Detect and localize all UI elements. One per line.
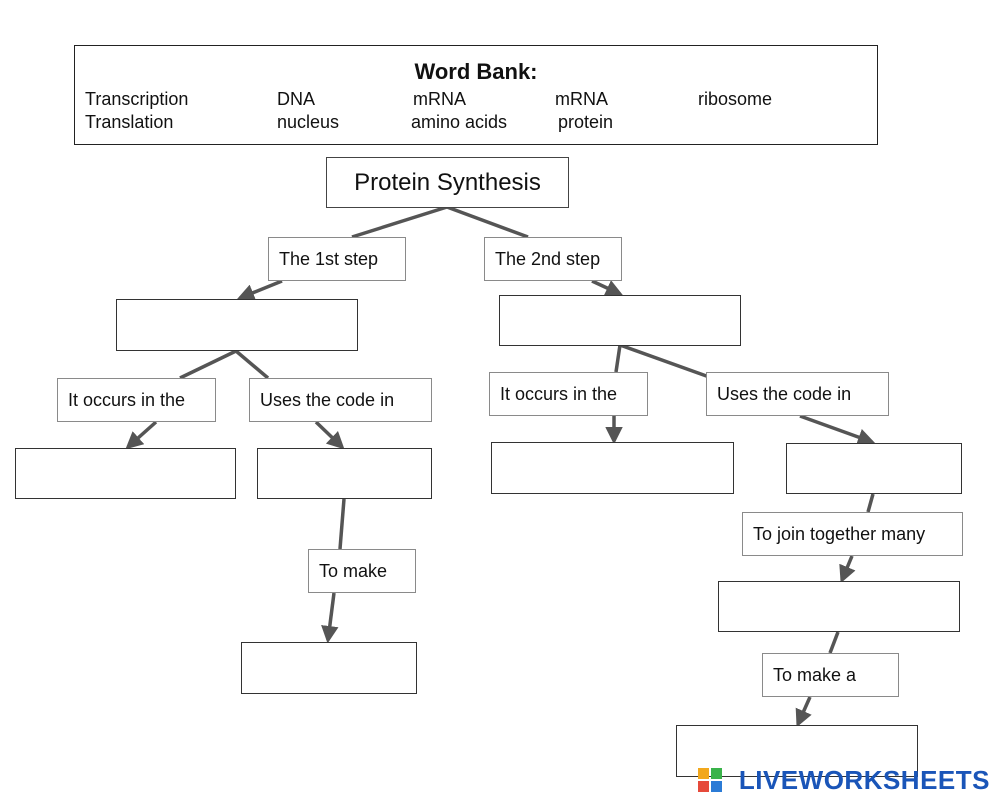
word-bank-word: amino acids	[411, 112, 508, 132]
step1-label: The 1st step	[268, 237, 406, 281]
word-bank-word: Translation	[85, 112, 174, 132]
arrow-right-join	[839, 555, 856, 584]
connector-left-to-make	[338, 498, 346, 550]
left-to-make-label: To make	[308, 549, 416, 593]
connector-right-to-make	[828, 631, 840, 654]
liveworksheets-logo-icon	[698, 768, 722, 792]
step1-code-source-field[interactable]	[257, 448, 432, 499]
word-bank: Word Bank: Transcription DNA mRNA mRNA r…	[74, 45, 878, 145]
arrow-right-to-make	[795, 696, 812, 728]
step1-location-field[interactable]	[15, 448, 236, 499]
step2-code-source-field[interactable]	[786, 443, 962, 494]
connector-left-occurs	[179, 349, 237, 380]
word-bank-word: Transcription	[85, 89, 189, 109]
arrow-left-occurs	[125, 420, 158, 450]
right-occurs-label: It occurs in the	[489, 372, 648, 416]
step1-answer-field[interactable]	[116, 299, 358, 351]
connector-title-step1	[351, 205, 448, 239]
word-bank-title: Word Bank:	[414, 59, 538, 84]
right-uses-label: Uses the code in	[706, 372, 889, 416]
word-bank-word: DNA	[277, 89, 316, 109]
word-bank-word: nucleus	[277, 112, 340, 132]
word-bank-word: mRNA	[413, 89, 466, 109]
word-bank-word: mRNA	[555, 89, 608, 109]
diagram-title: Protein Synthesis	[326, 157, 569, 208]
connector-right-occurs	[614, 344, 622, 373]
word-bank-word: ribosome	[698, 89, 773, 109]
step1-product-field[interactable]	[241, 642, 417, 694]
arrow-right-uses	[799, 414, 876, 446]
connector-left-uses	[234, 349, 270, 380]
left-occurs-label: It occurs in the	[57, 378, 216, 422]
step2-location-field[interactable]	[491, 442, 734, 494]
connector-right-uses	[619, 343, 713, 380]
right-to-make-label: To make a	[762, 653, 899, 697]
right-join-label: To join together many	[742, 512, 963, 556]
left-uses-label: Uses the code in	[249, 378, 432, 422]
step2-label: The 2nd step	[484, 237, 622, 281]
word-bank-word: protein	[558, 112, 614, 132]
watermark-text: LIVEWORKSHEETS	[738, 765, 990, 795]
connector-right-join	[866, 493, 875, 513]
step2-answer-field[interactable]	[499, 295, 741, 346]
arrow-left-to-make	[321, 592, 339, 644]
arrow-step1	[236, 279, 283, 301]
step2-units-field[interactable]	[718, 581, 960, 632]
arrow-left-uses	[314, 420, 345, 450]
arrow-step2	[591, 279, 624, 297]
connector-title-step2	[446, 205, 529, 239]
